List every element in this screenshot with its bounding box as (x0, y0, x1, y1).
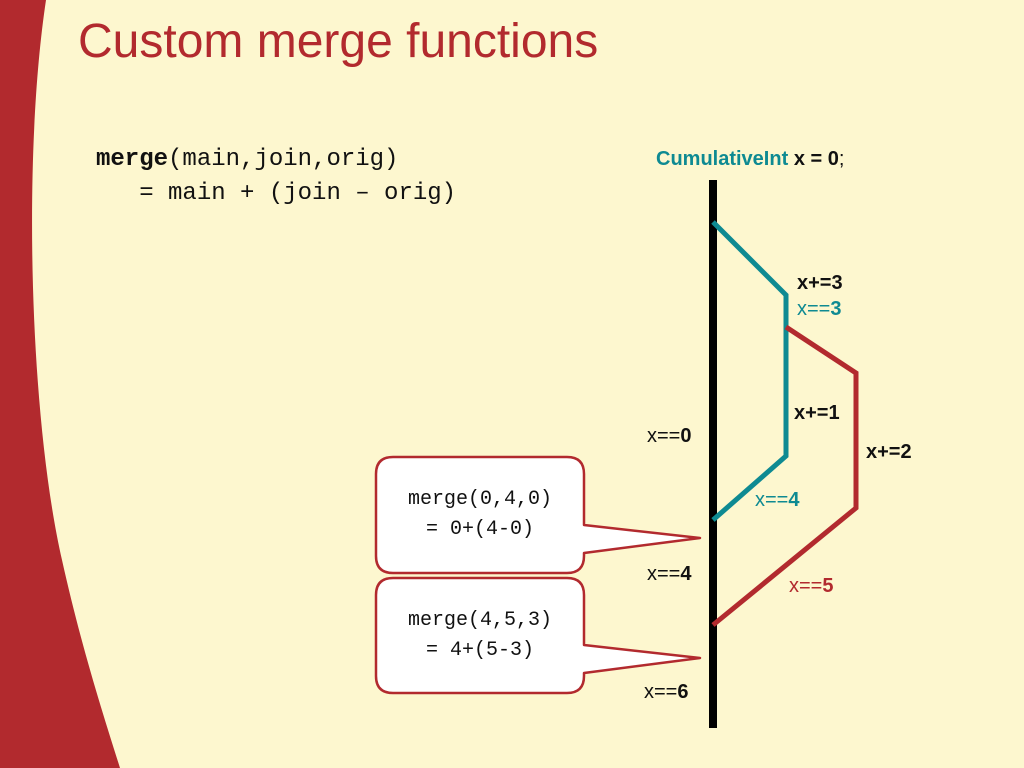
merge-bubble-1-line2: = 0+(4-0) (425, 518, 535, 541)
declaration-label: CumulativeInt x = 0; (656, 148, 844, 171)
merge-bubble-2-line1: merge(4,5,3) (407, 609, 553, 632)
declaration-type: CumulativeInt (656, 148, 789, 170)
left-accent-band (0, 0, 120, 768)
teal-final-label: x==4 (755, 489, 800, 511)
merge-bubble-1-line1: merge(0,4,0) (407, 488, 553, 511)
merge-bubble-2-line2: = 4+(5-3) (425, 639, 535, 662)
merge-body: = main + (join – orig) (96, 180, 457, 207)
main-value-label-4: x==4 (647, 563, 692, 585)
red-increment-label: x+=2 (866, 441, 912, 463)
merge-bubble-1: merge(0,4,0) = 0+(4-0) (375, 485, 585, 545)
merge-bubble-shape-1 (374, 455, 702, 575)
teal-branch-line (711, 220, 789, 522)
main-value-label-0: x==0 (647, 425, 692, 447)
merge-bubble-shape-2 (374, 576, 702, 695)
red-branch-line (711, 324, 859, 627)
red-final-label: x==5 (789, 575, 834, 597)
merge-function-name: merge (96, 146, 169, 173)
main-value-label-6: x==6 (644, 681, 689, 703)
teal-increment-label: x+=3 (797, 272, 843, 294)
teal-read-label: x==3 (797, 298, 842, 320)
merge-signature: merge(main,join,orig) (96, 146, 398, 173)
merge-bubble-2: merge(4,5,3) = 4+(5-3) (375, 606, 585, 666)
declaration-assignment: x = 0 (793, 148, 839, 170)
merge-params: (main,join,orig) (168, 146, 399, 173)
teal-increment-label-2: x+=1 (794, 402, 840, 424)
slide-title: Custom merge functions (78, 15, 599, 68)
declaration-terminator: ; (838, 148, 845, 170)
